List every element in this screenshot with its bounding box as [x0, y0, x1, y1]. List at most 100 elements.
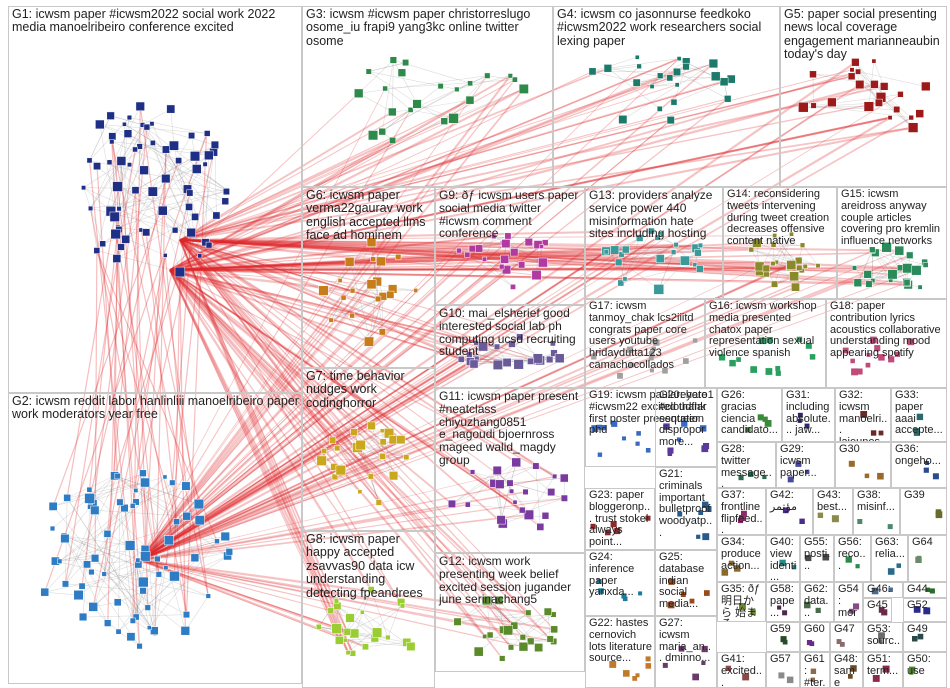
edge-intra	[358, 75, 488, 94]
group-label-g53: G53: sourc...	[867, 623, 901, 651]
vertex-g26	[762, 416, 768, 422]
vertex-g48	[848, 674, 853, 679]
vertex-g4	[674, 82, 680, 88]
vertex-g30	[848, 460, 855, 467]
vertex-g35	[750, 609, 756, 615]
vertex-g4	[603, 64, 613, 73]
edge-inter	[169, 269, 354, 654]
vertex-g4	[657, 72, 664, 79]
edge-intra	[110, 115, 215, 146]
vertex-g13	[658, 231, 664, 238]
vertex-g7	[331, 473, 339, 481]
edge-intra	[64, 538, 140, 647]
edge-intra	[451, 470, 498, 505]
edge-intra	[368, 296, 384, 342]
group-box-g36: G36: ongeho...	[891, 442, 947, 488]
group-label-g15: G15: icwsm areidross anyway couple artic…	[841, 188, 941, 248]
vertex-g25	[668, 578, 675, 585]
group-label-g62: G62: data...	[804, 583, 829, 619]
vertex-g3	[378, 127, 386, 136]
edge-intra	[500, 462, 517, 520]
edge-inter	[169, 250, 674, 272]
edge-inter	[164, 255, 187, 487]
group-box-g18: G18: paper contribution lyrics acoustics…	[826, 299, 947, 388]
edge-intra	[685, 66, 716, 77]
vertex-g13	[696, 265, 704, 273]
edge-inter	[139, 88, 525, 561]
edge-inter	[139, 358, 477, 561]
edge-inter	[169, 269, 858, 284]
vertex-g17	[692, 338, 698, 343]
edge-inter	[179, 239, 765, 273]
vertex-layer	[40, 54, 943, 684]
vertex-g11	[496, 515, 506, 525]
vertex-g8	[372, 627, 383, 638]
edge-intra	[196, 168, 227, 191]
edge-inter	[169, 65, 687, 271]
vertex-g11	[469, 469, 476, 475]
edge-intra	[457, 614, 554, 623]
group-box-g3: G3: icwsm #icwsm paper christorreslugo o…	[302, 6, 553, 187]
vertex-g1	[204, 130, 211, 137]
edge-inter	[179, 67, 609, 241]
edge-intra	[116, 200, 226, 259]
vertex-g3	[484, 72, 491, 79]
group-box-g46: G46: more	[863, 582, 903, 598]
edge-intra	[114, 475, 228, 557]
group-box-g52: G52	[903, 598, 947, 622]
group-label-g4: G4: icwsm co jasonnurse feedkoko #icwsm2…	[557, 7, 762, 48]
edge-intra	[90, 473, 144, 503]
edge-intra	[496, 470, 504, 524]
edge-inter	[169, 269, 370, 343]
vertex-g55	[805, 555, 812, 562]
vertex-g40	[791, 564, 797, 570]
vertex-g2	[194, 515, 205, 526]
vertex-g16	[729, 359, 736, 367]
vertex-g3	[368, 130, 379, 141]
edge-inter	[169, 269, 551, 640]
edge-inter	[139, 429, 383, 561]
vertex-g15	[894, 245, 905, 256]
edge-inter	[169, 269, 403, 607]
vertex-g14	[802, 263, 808, 269]
vertex-g56	[855, 564, 860, 569]
vertex-g2	[225, 548, 233, 556]
vertex-g5	[798, 102, 809, 113]
edge-intra	[360, 444, 407, 458]
edge-intra	[658, 252, 674, 290]
vertex-g11	[560, 494, 568, 502]
vertex-g18	[856, 368, 863, 375]
vertex-g7	[379, 453, 386, 460]
vertex-g12	[494, 595, 504, 605]
group-label-g5: G5: paper social presenting news local c…	[784, 7, 940, 62]
edge-inter	[135, 151, 215, 491]
vertex-g24	[621, 593, 627, 599]
edge-intra	[59, 507, 125, 562]
edge-inter	[173, 271, 181, 577]
edge-inter	[179, 75, 852, 241]
edge-inter	[169, 242, 757, 271]
vertex-g19	[622, 436, 626, 441]
group-box-g15: G15: icwsm areidross anyway couple artic…	[837, 187, 947, 299]
vertex-g15	[853, 278, 863, 287]
edge-inter	[132, 255, 166, 506]
edge-inter	[169, 266, 790, 272]
vertex-g19	[681, 420, 688, 427]
vertex-g1	[123, 129, 133, 138]
edge-inter	[179, 239, 503, 659]
vertex-g16	[765, 368, 773, 375]
edge-inter	[179, 239, 505, 261]
edge-inter	[179, 99, 471, 241]
group-label-g55: G55: posti...	[804, 536, 831, 572]
vertex-g10	[469, 359, 479, 369]
vertex-g10	[516, 333, 524, 341]
edge-intra	[467, 246, 542, 256]
vertex-g21	[698, 510, 704, 515]
vertex-g2	[182, 611, 190, 619]
vertex-g60	[806, 640, 812, 646]
vertex-g25	[667, 601, 675, 609]
edge-inter	[169, 269, 471, 363]
edge-inter	[139, 98, 729, 561]
edge-intra	[857, 249, 873, 283]
vertex-g7	[367, 473, 374, 480]
